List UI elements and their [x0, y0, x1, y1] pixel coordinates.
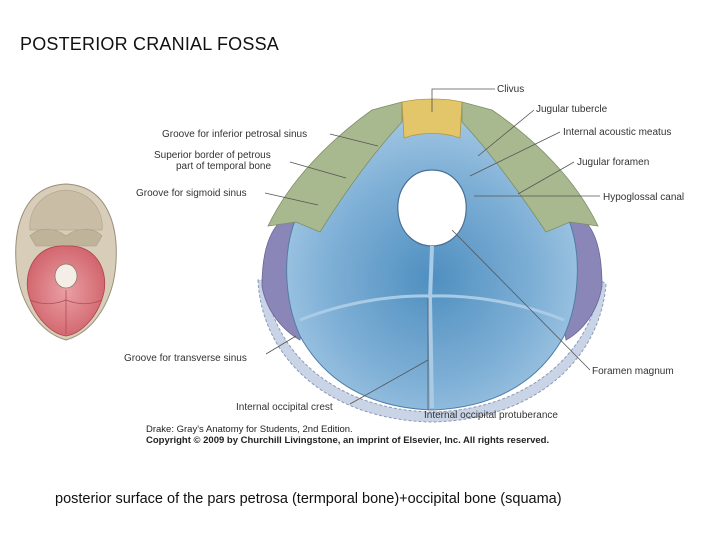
label-groove-inferior-petrosal-sinus: Groove for inferior petrosal sinus — [162, 129, 307, 140]
foramen-magnum — [397, 169, 467, 247]
leader-lines — [264, 88, 600, 410]
clivus — [401, 98, 463, 139]
slide-title: POSTERIOR CRANIAL FOSSA — [20, 34, 279, 54]
label-groove-transverse-sinus: Groove for transverse sinus — [124, 353, 247, 364]
label-superior-border-line2: part of temporal bone — [176, 161, 271, 172]
label-internal-acoustic-meatus: Internal acoustic meatus — [563, 127, 671, 138]
label-groove-sigmoid-sinus: Groove for sigmoid sinus — [136, 188, 247, 199]
caption: posterior surface of the pars petrosa (t… — [55, 491, 562, 507]
label-clivus: Clivus — [497, 84, 524, 95]
label-internal-occipital-protuberance: Internal occipital protuberance — [424, 410, 558, 421]
posterior-cranial-fossa — [257, 98, 607, 423]
label-superior-border-line1: Superior border of petrous — [154, 150, 271, 161]
petrous-left — [267, 101, 403, 233]
label-internal-occipital-crest: Internal occipital crest — [236, 402, 333, 413]
label-hypoglossal-canal: Hypoglossal canal — [603, 192, 684, 203]
petrous-right — [461, 101, 599, 233]
credit-source: Drake: Gray's Anatomy for Students, 2nd … — [146, 424, 353, 435]
credit-copyright: Copyright © 2009 by Churchill Livingston… — [146, 435, 550, 446]
label-jugular-foramen: Jugular foramen — [577, 157, 649, 168]
label-foramen-magnum: Foramen magnum — [592, 366, 674, 377]
skull-base-thumbnail — [15, 183, 117, 341]
label-jugular-tubercle: Jugular tubercle — [536, 104, 608, 115]
